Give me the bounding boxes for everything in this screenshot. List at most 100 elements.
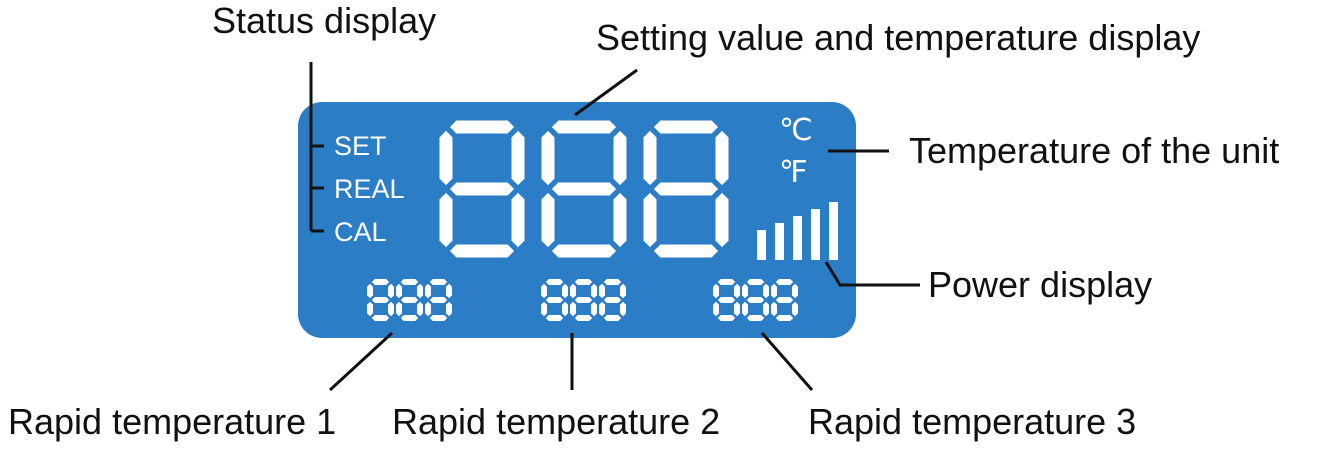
rapid-2-digit-3-segment-d xyxy=(603,315,622,321)
status-label-set: SET xyxy=(334,131,387,161)
rapid-1-digit-3-segment-a xyxy=(429,279,448,285)
main-digit-1-segment-e xyxy=(439,192,453,248)
rapid-2-digit-3-segment-c xyxy=(620,301,626,317)
status-label-real: REAL xyxy=(334,174,405,204)
rapid-3-digit-2-segment-b xyxy=(763,283,769,299)
main-digit-3-segment-a xyxy=(653,120,719,134)
main-digit-3-segment-g xyxy=(653,182,719,196)
rapid-2-digit-2-segment-c xyxy=(591,301,597,317)
status-bracket xyxy=(309,62,324,233)
rapid-temperature-3-digits xyxy=(713,279,798,321)
rapid-temperature-1-digits xyxy=(367,279,452,321)
main-digit-1-segment-g xyxy=(449,182,515,196)
rapid-3-digit-3-segment-b xyxy=(792,283,798,299)
main-digit-1-segment-b xyxy=(511,130,525,186)
main-digit-1-segment-f xyxy=(439,130,453,186)
main-digit-2-segment-f xyxy=(541,130,555,186)
status-display-label: Status display xyxy=(212,0,437,41)
status-label-cal: CAL xyxy=(334,217,387,247)
rapid-1-digit-1-segment-b xyxy=(388,283,394,299)
celsius-unit: ℃ xyxy=(779,114,813,147)
rapid-1-digit-3-segment-e xyxy=(425,301,431,317)
rapid-3-digit-2-segment-d xyxy=(746,315,765,321)
power-bar-5 xyxy=(829,202,838,260)
rapid-3-digit-3-segment-g xyxy=(775,297,794,303)
rapid-3-digit-1-segment-g xyxy=(717,297,736,303)
rapid-3-digit-3-segment-d xyxy=(775,315,794,321)
rapid-3-digit-2-segment-a xyxy=(746,279,765,285)
rapid-2-digit-3-segment-e xyxy=(599,301,605,317)
rapid-1-digit-3-segment-f xyxy=(425,283,431,299)
main-digit-3-segment-e xyxy=(643,192,657,248)
rapid-2-digit-2-segment-d xyxy=(574,315,593,321)
power-bar-4 xyxy=(811,209,820,260)
rapid-temperature-2-digits xyxy=(541,279,626,321)
main-digit-2-segment-a xyxy=(551,120,617,134)
rapid-1-digit-3-segment-b xyxy=(446,283,452,299)
main-digit-3-segment-f xyxy=(643,130,657,186)
rapid-3-digit-3-segment-f xyxy=(771,283,777,299)
rapid-temperature-2-label: Rapid temperature 2 xyxy=(392,401,721,442)
main-digit-3-segment-c xyxy=(715,192,729,248)
leader-rapid-1 xyxy=(328,331,394,392)
rapid-3-digit-1-segment-f xyxy=(713,283,719,299)
rapid-2-digit-1-segment-b xyxy=(562,283,568,299)
rapid-1-digit-1-segment-e xyxy=(367,301,373,317)
main-digit-2-segment-b xyxy=(613,130,627,186)
rapid-2-digit-1-segment-d xyxy=(545,315,564,321)
rapid-3-digit-2-segment-f xyxy=(742,283,748,299)
rapid-2-digit-1-segment-c xyxy=(562,301,568,317)
rapid-temperature-1-label: Rapid temperature 1 xyxy=(8,401,337,442)
rapid-2-digit-3-segment-b xyxy=(620,283,626,299)
rapid-1-digit-3-segment-d xyxy=(429,315,448,321)
rapid-2-digit-3-segment-g xyxy=(603,297,622,303)
fahrenheit-unit: ℉ xyxy=(779,156,808,189)
rapid-1-digit-2-segment-f xyxy=(396,283,402,299)
main-digit-1-segment-d xyxy=(449,244,515,258)
leader-rapid-3 xyxy=(760,332,814,391)
rapid-1-digit-1-segment-g xyxy=(371,297,390,303)
rapid-2-digit-2-segment-e xyxy=(570,301,576,317)
main-temperature-digits xyxy=(439,120,729,258)
setting-display-label: Setting value and temperature display xyxy=(596,17,1201,58)
main-digit-3-segment-b xyxy=(715,130,729,186)
rapid-1-digit-1-segment-d xyxy=(371,315,390,321)
rapid-2-digit-1-segment-a xyxy=(545,279,564,285)
rapid-2-digit-2-segment-b xyxy=(591,283,597,299)
rapid-1-digit-2-segment-a xyxy=(400,279,419,285)
rapid-2-digit-3-segment-a xyxy=(603,279,622,285)
rapid-1-digit-3-segment-c xyxy=(446,301,452,317)
rapid-3-digit-1-segment-c xyxy=(734,301,740,317)
rapid-3-digit-1-segment-d xyxy=(717,315,736,321)
leader-power-display xyxy=(824,261,920,287)
rapid-1-digit-1-segment-c xyxy=(388,301,394,317)
rapid-1-digit-3-segment-g xyxy=(429,297,448,303)
main-digit-1-segment-c xyxy=(511,192,525,248)
rapid-1-digit-1-segment-f xyxy=(367,283,373,299)
power-bar-2 xyxy=(775,223,784,260)
rapid-3-digit-1-segment-e xyxy=(713,301,719,317)
rapid-2-digit-3-segment-f xyxy=(599,283,605,299)
rapid-3-digit-3-segment-e xyxy=(771,301,777,317)
power-bar-graph xyxy=(757,202,838,260)
rapid-1-digit-2-segment-c xyxy=(417,301,423,317)
leader-setting-display xyxy=(574,68,638,117)
rapid-3-digit-3-segment-c xyxy=(792,301,798,317)
rapid-3-digit-2-segment-c xyxy=(763,301,769,317)
main-digit-3-segment-d xyxy=(653,244,719,258)
rapid-1-digit-2-segment-g xyxy=(400,297,419,303)
rapid-2-digit-1-segment-e xyxy=(541,301,547,317)
rapid-2-digit-2-segment-g xyxy=(574,297,593,303)
power-display-label: Power display xyxy=(928,264,1153,305)
rapid-2-digit-1-segment-g xyxy=(545,297,564,303)
rapid-1-digit-2-segment-b xyxy=(417,283,423,299)
rapid-3-digit-3-segment-a xyxy=(775,279,794,285)
main-digit-2-segment-g xyxy=(551,182,617,196)
rapid-1-digit-2-segment-e xyxy=(396,301,402,317)
main-digit-2-segment-d xyxy=(551,244,617,258)
rapid-1-digit-1-segment-a xyxy=(371,279,390,285)
rapid-2-digit-2-segment-a xyxy=(574,279,593,285)
main-digit-2-segment-c xyxy=(613,192,627,248)
rapid-temperature-3-label: Rapid temperature 3 xyxy=(808,401,1137,442)
